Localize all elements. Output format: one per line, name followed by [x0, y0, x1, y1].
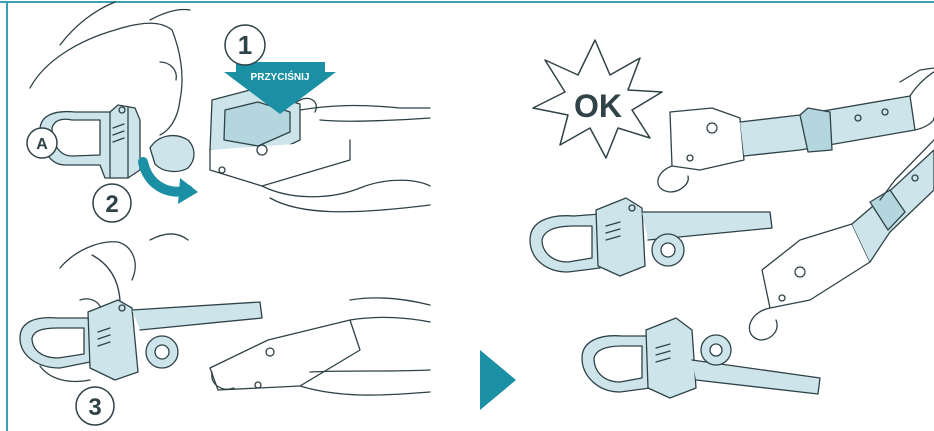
callout-a: A	[26, 127, 58, 159]
panel-step-1-2	[29, 1, 431, 213]
svg-text:A: A	[36, 136, 48, 153]
step-1-badge: 1	[224, 24, 266, 66]
svg-text:1: 1	[238, 30, 252, 60]
step-2-badge: 2	[92, 183, 132, 223]
clip-tongue	[131, 301, 263, 331]
svg-text:2: 2	[105, 191, 118, 218]
svg-text:3: 3	[88, 394, 101, 421]
left-hand-outline	[29, 22, 183, 136]
panel-result	[529, 67, 934, 399]
press-arrow	[224, 62, 336, 114]
ok-starburst: OK	[532, 39, 663, 159]
next-arrow	[480, 350, 516, 410]
panel-step-3	[19, 233, 431, 396]
clip-body-3	[87, 299, 139, 381]
step-3-badge: 3	[75, 386, 115, 426]
push-label: PRZYCIŚNIJ	[251, 70, 310, 83]
rotating-knob	[149, 134, 195, 173]
svg-text:OK: OK	[574, 88, 622, 124]
